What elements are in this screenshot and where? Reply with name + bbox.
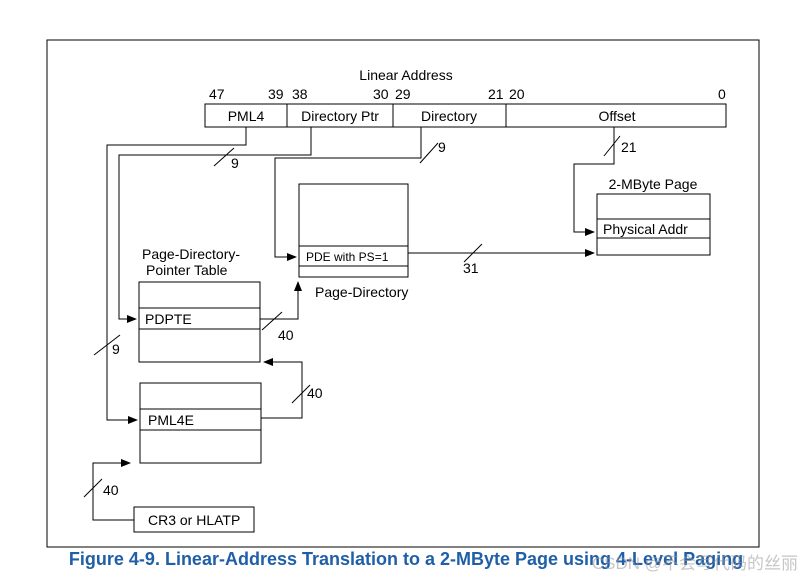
- physical-addr-entry: Physical Addr: [603, 221, 688, 237]
- pdpt-box: [138, 281, 261, 363]
- watermark: CSDN @不会写代码的丝丽: [591, 554, 798, 573]
- cr3-to-pml4-width: 40: [103, 482, 119, 498]
- page-2mb-box: [596, 193, 711, 256]
- bit-label-38: 38: [292, 86, 308, 102]
- field-pml4: PML4: [228, 108, 265, 124]
- dir-index-width: 9: [438, 139, 446, 155]
- slash-mark: [83, 478, 103, 498]
- figure-frame: [46, 39, 760, 548]
- slash-mark: [463, 243, 483, 263]
- field-offset: Offset: [598, 108, 635, 124]
- slash-mark: [93, 334, 121, 356]
- slash-mark: [213, 147, 235, 167]
- pml4-index-width: 9: [112, 341, 120, 357]
- offset-arrow: [573, 127, 615, 236]
- cr3-label: CR3 or HLATP: [148, 512, 240, 528]
- cr3-to-pml4-arrow: [92, 459, 134, 521]
- dirptr-index-width: 9: [231, 155, 239, 171]
- slash-mark: [291, 384, 311, 404]
- pml4e-entry: PML4E: [148, 412, 194, 428]
- pdpte-to-pd-width: 40: [278, 327, 294, 343]
- bit-label-0: 0: [718, 86, 726, 102]
- cr3-box: [133, 506, 255, 533]
- page-directory-title: Page-Directory: [315, 284, 408, 300]
- linear-address-bar: [204, 103, 727, 128]
- pml4-index-arrow: [106, 127, 247, 424]
- bit-label-39: 39: [268, 86, 284, 102]
- bit-label-30: 30: [373, 86, 389, 102]
- pdpte-entry: PDPTE: [145, 311, 192, 327]
- pde-entry: PDE with PS=1: [306, 250, 389, 264]
- offset-width: 21: [621, 139, 637, 155]
- linear-address-title: Linear Address: [359, 67, 452, 83]
- field-directory-ptr: Directory Ptr: [301, 108, 379, 124]
- pdpt-title-line1: Page-Directory-: [142, 246, 240, 262]
- pml4-box: [139, 382, 262, 464]
- field-directory: Directory: [421, 108, 477, 124]
- bit-label-47: 47: [209, 86, 225, 102]
- pde-to-page-width: 31: [463, 260, 479, 276]
- pml4e-to-pdpt-width: 40: [307, 385, 323, 401]
- slash-mark: [603, 135, 621, 157]
- bit-label-20: 20: [509, 86, 525, 102]
- slash-mark: [419, 142, 439, 164]
- bit-label-21: 21: [488, 86, 504, 102]
- dir-index-arrow: [274, 127, 422, 261]
- page-directory-box: [298, 183, 409, 278]
- page-2mb-title: 2-MByte Page: [609, 176, 698, 192]
- figure-caption: Figure 4-9. Linear-Address Translation t…: [0, 549, 812, 573]
- pdpt-title-line2: Pointer Table: [146, 262, 228, 278]
- slash-mark: [261, 311, 283, 331]
- bit-label-29: 29: [395, 86, 411, 102]
- pml4e-to-pdpt-arrow: [261, 358, 303, 419]
- dirptr-index-arrow: [118, 127, 312, 323]
- pdpte-to-pd-arrow: [260, 281, 302, 320]
- caption-text: Figure 4-9. Linear-Address Translation t…: [68, 549, 744, 569]
